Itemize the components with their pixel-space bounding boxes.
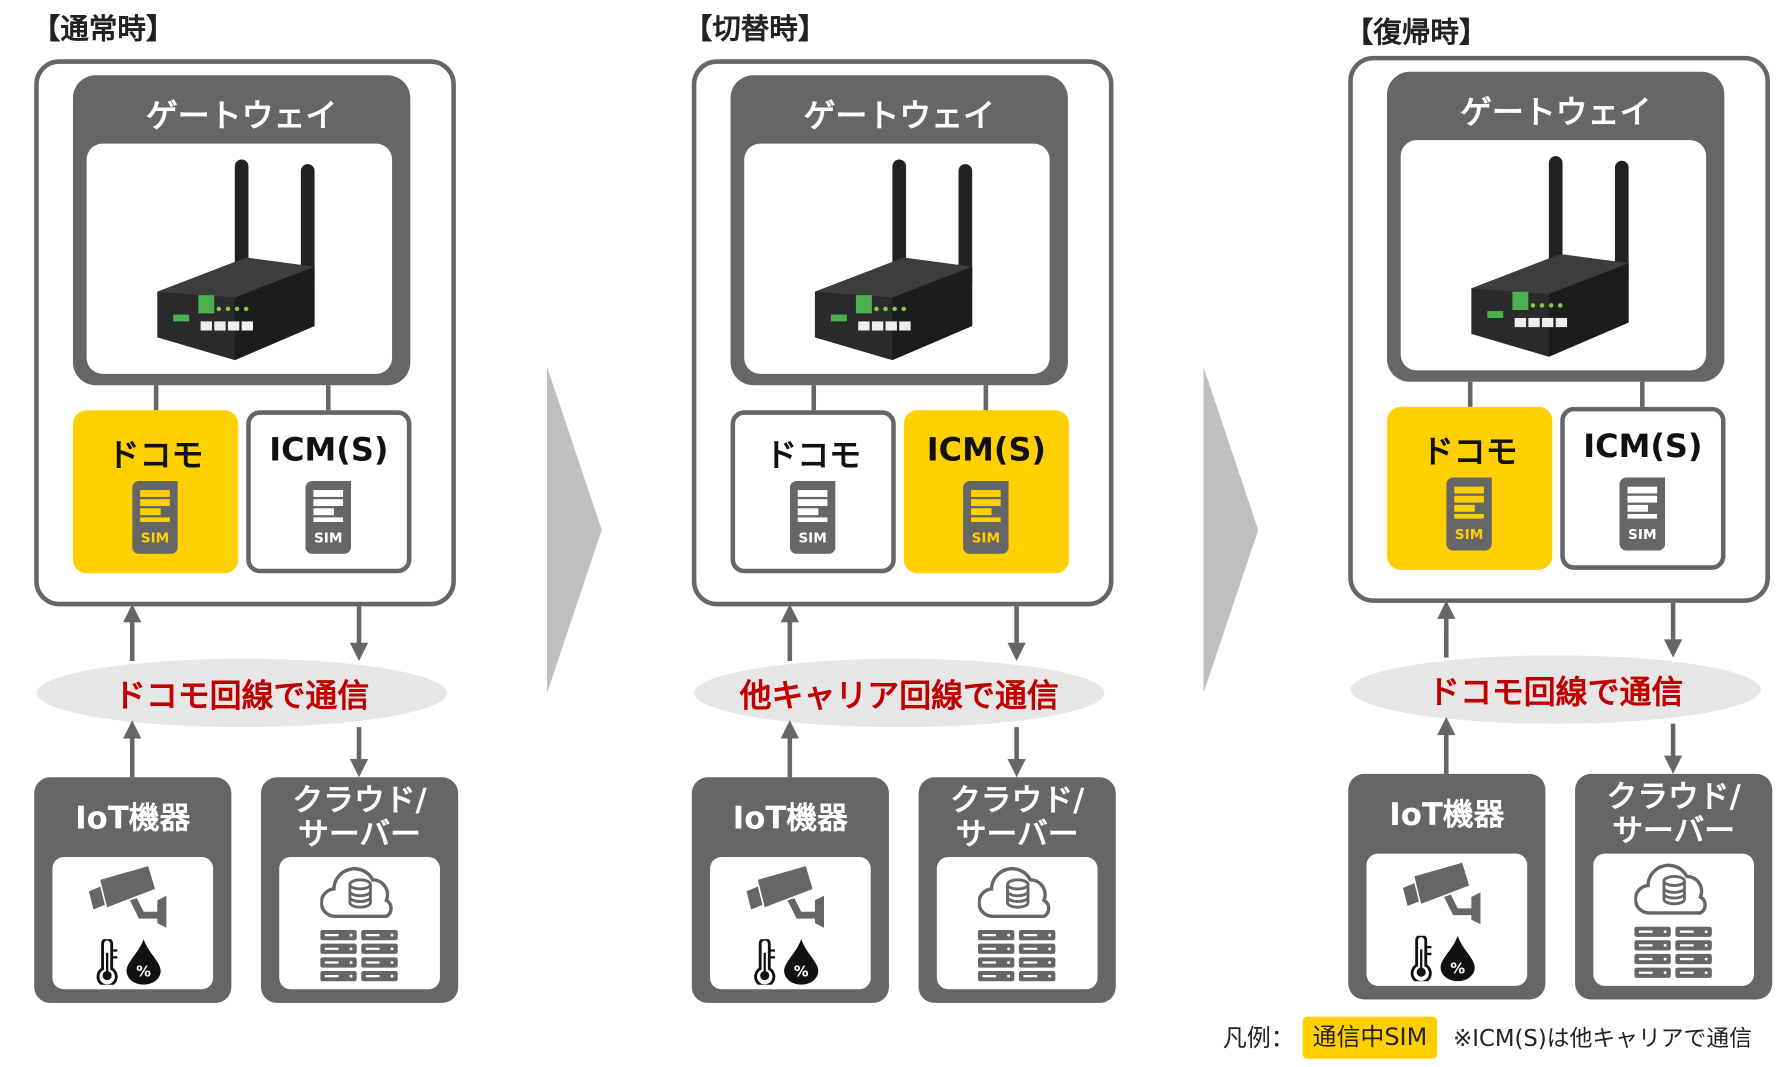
svg-text:%: % [1450,960,1465,977]
sim-slot-icm: ICM(S) SIM [903,410,1070,574]
iot-label: IoT機器 [732,801,848,837]
cloud-server-box: クラウド/ サーバー [918,777,1116,1003]
server-rack-icon [1634,926,1712,978]
cloud-label-line2: サーバー [298,817,421,853]
gateway-frame [1348,55,1770,603]
panel-title: 【通常時】 [31,12,175,46]
thermometer-icon [754,939,776,985]
iot-device-box: IoT機器 % [34,777,232,1003]
humidity-drop-icon: % [1440,935,1475,982]
connector-line [153,385,159,411]
state-panel: ゲートウェイ ドコモ SIM ICM(S) SIM ドコモ回線で通信 IoT機器… [1348,55,1775,1002]
svg-text:%: % [794,964,809,981]
gateway-box: ゲートウェイ [72,75,411,386]
iot-device-box: IoT機器 % [1348,773,1546,1000]
gateway-box: ゲートウェイ [730,75,1068,386]
thermometer-icon [96,939,118,985]
iot-device-box: IoT機器 % [691,777,889,1003]
sim-card-icon: SIM [305,480,352,554]
cloud-database-icon [1634,863,1707,915]
network-ellipse [1350,655,1761,724]
sim-slot-icm: ICM(S) SIM [246,410,412,574]
gateway-router-image [157,159,315,361]
connector-line [1467,381,1473,407]
legend-note: ※ICM(S)は他キャリアで通信 [1453,1024,1752,1052]
sim-card-icon: SIM [963,480,1009,554]
sim-carrier-label: ICM(S) [269,430,389,469]
data-flow-arrows [780,604,1026,778]
camera-icon [88,866,167,928]
connector-line [983,385,989,411]
sim-carrier-label: ドコモ [107,436,204,475]
connector-line [325,385,331,411]
sim-icon-text: SIM [972,530,1001,546]
state-panel: ゲートウェイ ドコモ SIM ICM(S) SIM ドコモ回線で通信 IoT機器… [34,59,461,1005]
panel-title: 【復帰時】 [1344,15,1488,50]
sim-carrier-label: ICM(S) [1583,427,1703,465]
sim-card-icon: SIM [1619,477,1666,551]
iot-label: IoT機器 [75,801,191,837]
sim-icon-text: SIM [1628,527,1657,543]
gateway-label: ゲートウェイ [145,96,338,135]
gateway-label: ゲートウェイ [803,96,995,135]
sim-slot-docomo: ドコモ SIM [72,410,239,574]
cloud-database-icon [320,867,393,919]
gateway-frame [34,59,456,607]
gateway-frame [691,59,1114,607]
sim-card-icon: SIM [1446,477,1492,551]
svg-text:%: % [136,964,151,981]
server-rack-icon [977,929,1056,982]
sim-icon-text: SIM [1455,527,1484,543]
legend-label: 凡例： [1222,1024,1295,1052]
data-flow-arrows [123,604,369,778]
legend-active-sim-badge: 通信中SIM [1302,1016,1438,1059]
network-label: ドコモ回線で通信 [1428,673,1684,712]
sim-icon-text: SIM [798,530,827,546]
cloud-label-line2: サーバー [1612,813,1736,850]
connector-line [811,385,817,411]
thermometer-icon [1410,935,1432,982]
sim-carrier-label: ICM(S) [926,430,1047,469]
cloud-server-box: クラウド/ サーバー [1575,773,1773,1000]
network-ellipse [694,658,1105,728]
sim-carrier-label: ドコモ [1421,433,1518,471]
gateway-router-image [1471,156,1629,357]
sim-slot-icm: ICM(S) SIM [1560,406,1726,570]
state-panel: ゲートウェイ ドコモ SIM ICM(S) SIM 他キャリア回線で通信 IoT… [691,59,1119,1005]
network-label-wrap: ドコモ回線で通信 [36,659,446,727]
iot-label: IoT機器 [1389,797,1505,834]
server-rack-icon [320,929,398,982]
cloud-label-line1: クラウド/ [1606,779,1741,815]
network-label-wrap: 他キャリア回線で通信 [694,659,1104,727]
gateway-box: ゲートウェイ [1387,71,1725,382]
sim-icon-text: SIM [314,530,343,546]
transition-arrow-1 [547,366,602,693]
camera-icon [1402,862,1481,925]
sim-carrier-label: ドコモ [765,436,862,475]
network-ellipse [36,658,447,728]
network-label: 他キャリア回線で通信 [739,676,1059,715]
cloud-label-line1: クラウド/ [950,782,1085,819]
sim-card-icon: SIM [789,480,836,554]
sim-icon-text: SIM [141,530,170,546]
network-label-wrap: ドコモ回線で通信 [1351,655,1761,723]
sim-card-icon: SIM [132,480,178,554]
sim-slot-docomo: ドコモ SIM [1387,406,1553,570]
network-label: ドコモ回線で通信 [113,676,370,715]
data-flow-arrows [1437,600,1683,774]
gateway-label: ゲートウェイ [1459,93,1652,132]
cloud-database-icon [977,867,1051,919]
cloud-label-line1: クラウド/ [292,782,427,819]
camera-icon [746,866,825,928]
transition-arrow-2 [1203,366,1259,693]
panel-title: 【切替時】 [683,12,827,46]
humidity-drop-icon: % [784,939,819,985]
humidity-drop-icon: % [126,939,161,985]
connector-line [1640,381,1645,407]
cloud-server-box: クラウド/ サーバー [260,777,459,1003]
gateway-router-image [814,159,973,361]
sim-slot-docomo: ドコモ SIM [730,410,896,574]
cloud-label-line2: サーバー [955,817,1079,853]
